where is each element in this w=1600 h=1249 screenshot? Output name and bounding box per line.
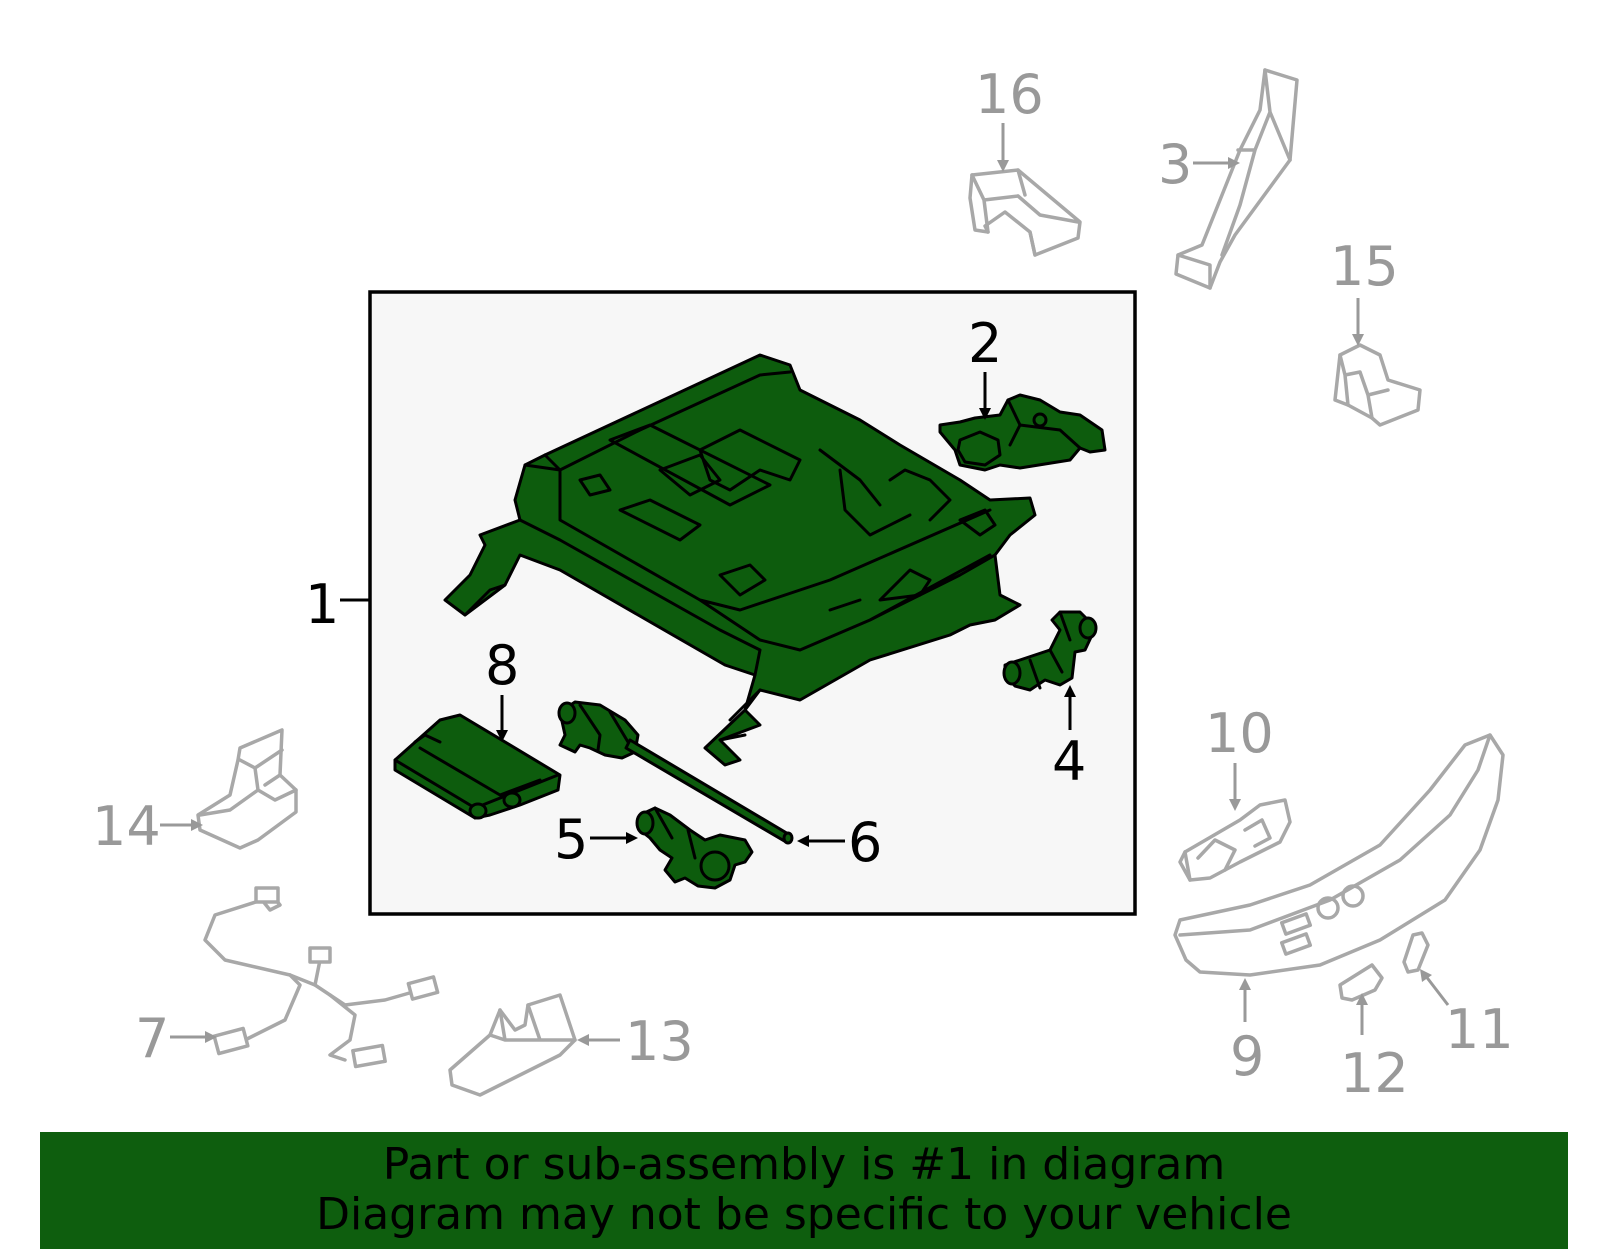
- part-13-cover[interactable]: [448, 993, 577, 1097]
- callout-15: 15: [1330, 235, 1399, 298]
- banner-line-2: Diagram may not be specific to your vehi…: [316, 1189, 1292, 1240]
- part-8-module[interactable]: [393, 713, 562, 820]
- part-16-bracket[interactable]: [968, 168, 1082, 257]
- callout-7: 7: [135, 1007, 169, 1070]
- part-9-shield[interactable]: [1173, 733, 1505, 977]
- callout-8: 8: [485, 634, 519, 697]
- part-7-harness[interactable]: [203, 886, 440, 1069]
- callout-12: 12: [1340, 1042, 1409, 1105]
- callout-4: 4: [1052, 730, 1086, 793]
- callout-5: 5: [554, 808, 588, 871]
- callout-16: 16: [975, 63, 1044, 126]
- callout-9: 9: [1230, 1025, 1264, 1088]
- part-12-knob[interactable]: [1338, 963, 1384, 1002]
- callout-6: 6: [848, 811, 882, 874]
- leader-11: [1423, 974, 1450, 1006]
- part-4-motor[interactable]: [1002, 610, 1098, 692]
- part-2-gearbox[interactable]: [938, 393, 1107, 472]
- part-1-seat-adjuster[interactable]: [443, 353, 1037, 767]
- part-14-bracket[interactable]: [196, 728, 298, 850]
- callout-2: 2: [968, 312, 1002, 375]
- banner-line-1: Part or sub-assembly is #1 in diagram: [382, 1139, 1226, 1190]
- part-15-clip[interactable]: [1333, 343, 1422, 427]
- info-banner: Part or sub-assembly is #1 in diagram Di…: [40, 1132, 1568, 1249]
- callout-3: 3: [1158, 133, 1192, 196]
- part-11-knob[interactable]: [1402, 931, 1430, 974]
- part-6-motor-cable[interactable]: [557, 700, 794, 845]
- part-5-motor[interactable]: [635, 806, 754, 890]
- part-10-switch[interactable]: [1178, 798, 1292, 882]
- callout-10: 10: [1205, 702, 1274, 765]
- callout-1: 1: [305, 573, 339, 636]
- callout-14: 14: [92, 795, 161, 858]
- callout-11: 11: [1445, 998, 1514, 1061]
- part-3-trim[interactable]: [1174, 68, 1299, 290]
- callout-13: 13: [625, 1010, 694, 1073]
